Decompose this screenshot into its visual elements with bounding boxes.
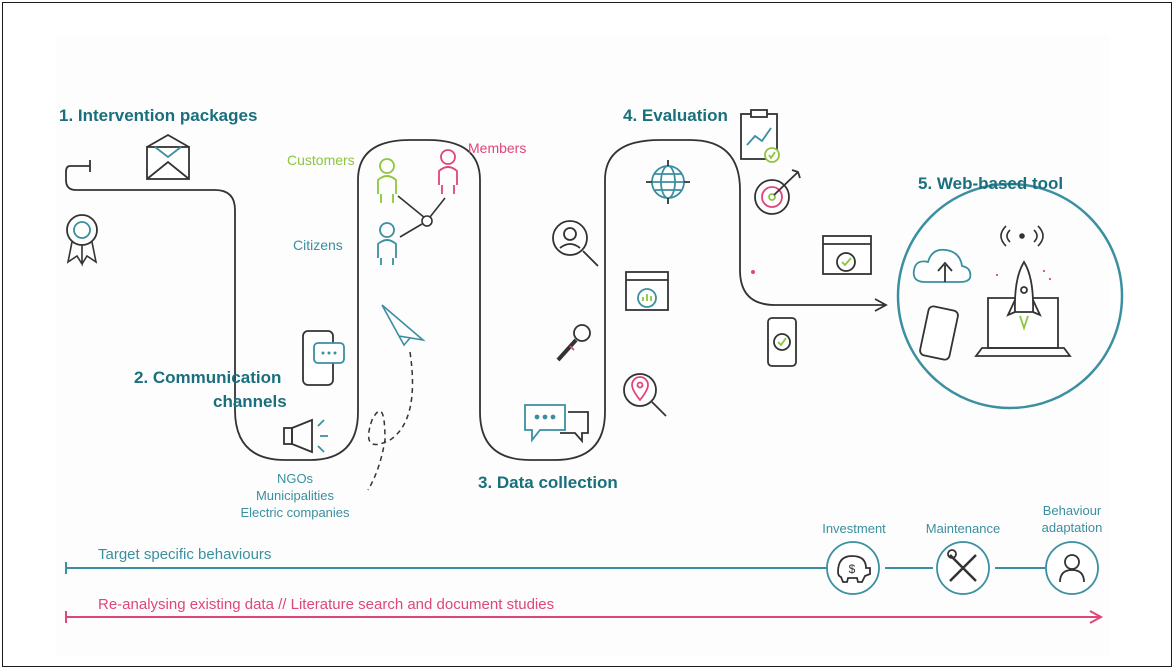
stage-maintenance-label: Maintenance — [925, 521, 1001, 536]
stage-investment-label: Investment — [822, 521, 886, 536]
pink-bar-label: Re-analysing existing data // Literature… — [98, 596, 555, 613]
chat-bubbles-icon — [524, 404, 589, 444]
partner-electric-companies: Electric companies — [240, 505, 350, 520]
rocket-laptop-icon — [974, 260, 1072, 357]
accent-dot — [751, 270, 755, 274]
stage-adaptation-label: Behaviour adaptation — [1030, 502, 1114, 536]
person-icon-green — [377, 158, 397, 203]
partner-municipalities: Municipalities — [255, 488, 335, 503]
stage-adaptation-line2: adaptation — [1041, 520, 1103, 535]
path-arrowhead — [874, 298, 888, 312]
step-2-label-line2: channels — [213, 392, 287, 411]
cloud-upload-icon — [912, 248, 972, 283]
target-arrow-icon — [754, 169, 801, 215]
customers-label: Customers — [287, 152, 355, 168]
person-icon-pink — [438, 149, 458, 194]
partners-list: NGOs Municipalities Electric companies — [236, 470, 354, 521]
ribbon-award-icon — [66, 214, 98, 267]
members-label: Members — [468, 140, 527, 156]
browser-chart-icon — [625, 271, 669, 311]
phone-gear-icon — [767, 317, 797, 367]
wireless-icon — [1000, 225, 1044, 247]
dashed-flight-path — [367, 351, 414, 491]
microphone-icon — [556, 324, 591, 362]
network-node-icon — [397, 195, 446, 238]
paper-plane-icon — [381, 304, 426, 347]
tools-icon — [936, 541, 990, 595]
person-icon-teal — [377, 222, 397, 265]
piggy-bank-icon: $ — [826, 541, 880, 595]
smartphone-icon — [919, 305, 959, 361]
browser-gear-icon — [822, 235, 872, 275]
partner-ngos: NGOs — [276, 471, 314, 486]
step-4-label: 4. Evaluation — [623, 106, 728, 125]
user-search-icon — [552, 220, 599, 267]
stage-adaptation-line1: Behaviour — [1042, 503, 1102, 518]
location-search-icon — [623, 373, 667, 417]
envelope-icon — [146, 133, 190, 180]
citizens-label: Citizens — [293, 237, 343, 253]
step-3-label: 3. Data collection — [478, 473, 618, 492]
teal-bar-label: Target specific behaviours — [98, 546, 272, 563]
step-2-label-line1: 2. Communication — [134, 368, 282, 387]
megaphone-icon — [283, 418, 328, 454]
step-5-label: 5. Web-based tool — [918, 174, 1064, 193]
process-path — [65, 139, 885, 461]
globe-target-icon — [646, 160, 690, 204]
web-tool-circle — [896, 182, 1124, 410]
clipboard-chart-icon — [740, 109, 780, 163]
step-1-label: 1. Intervention packages — [59, 106, 258, 125]
svg-text:$: $ — [849, 562, 856, 576]
user-circle-icon — [1045, 541, 1099, 595]
pink-bar-arrowhead — [1089, 610, 1104, 624]
phone-chat-icon — [302, 330, 345, 386]
